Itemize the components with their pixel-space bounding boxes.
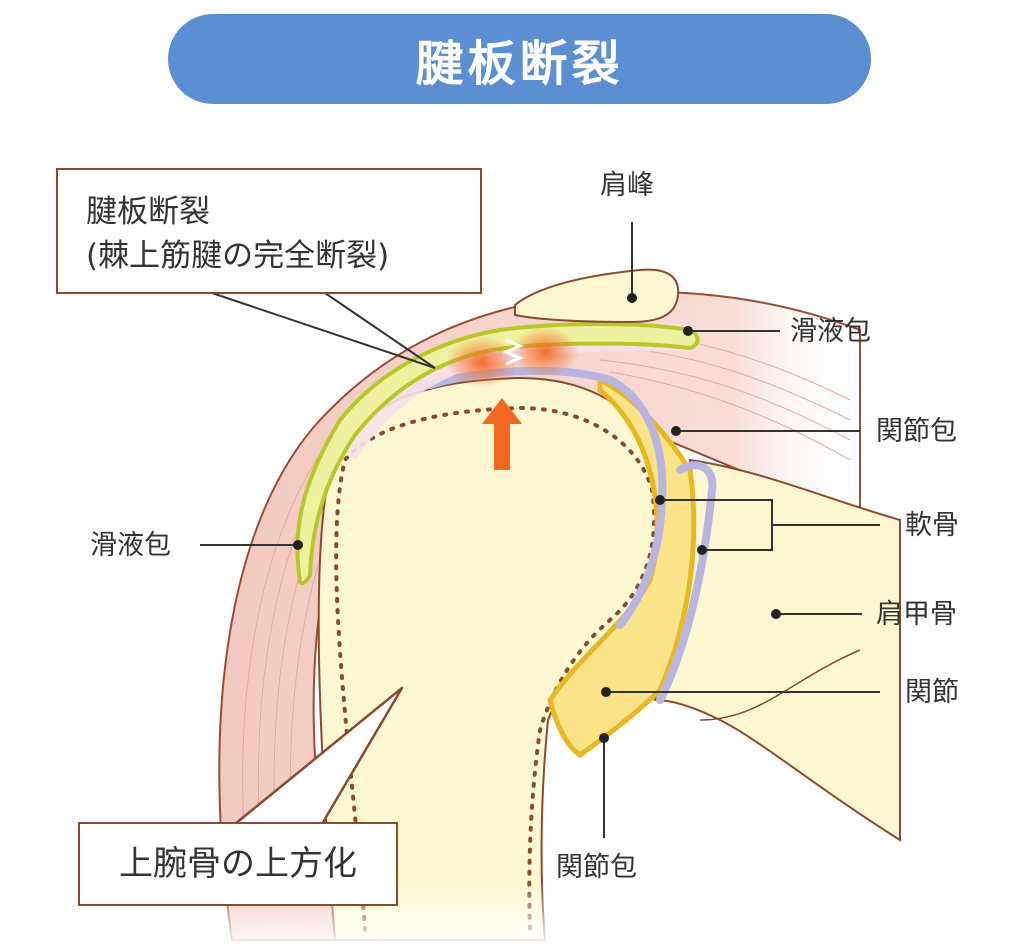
leader-dots <box>293 293 781 743</box>
tear-callout: 腱板断裂 (棘上筋腱の完全断裂) <box>56 168 482 294</box>
tear-callout-line1: 腱板断裂 <box>86 194 210 230</box>
tear-glow-left <box>446 336 518 388</box>
humerus-original-outline <box>334 405 657 932</box>
label-joint: 関節 <box>905 677 959 708</box>
label-capsule-bottom: 関節包 <box>556 852 637 883</box>
label-capsule-right: 関節包 <box>876 416 957 447</box>
label-acromion: 肩峰 <box>600 170 654 201</box>
humerus-rise-callout: 上腕骨の上方化 <box>78 822 398 906</box>
upward-arrow-icon <box>482 398 522 470</box>
acromion-bone <box>514 268 680 324</box>
tear-mark <box>502 338 524 366</box>
leader-lines <box>200 222 880 838</box>
label-scapula: 肩甲骨 <box>876 599 957 630</box>
cartilage-glenoid <box>656 461 717 704</box>
subacromial-bursa <box>295 322 700 586</box>
scapula-ridge <box>699 649 861 721</box>
title-banner: 腱板断裂 <box>168 14 871 104</box>
tear-glow-right <box>511 326 579 378</box>
page-title: 腱板断裂 <box>415 36 624 92</box>
humerus-rise-text: 上腕骨の上方化 <box>119 844 357 884</box>
callout-pointer-bottom <box>234 686 404 825</box>
label-bursa-left: 滑液包 <box>90 530 171 561</box>
label-cartilage: 軟骨 <box>905 510 959 541</box>
label-bursa-right: 滑液包 <box>790 316 871 347</box>
tear-callout-line2: (棘上筋腱の完全断裂) <box>86 238 390 274</box>
